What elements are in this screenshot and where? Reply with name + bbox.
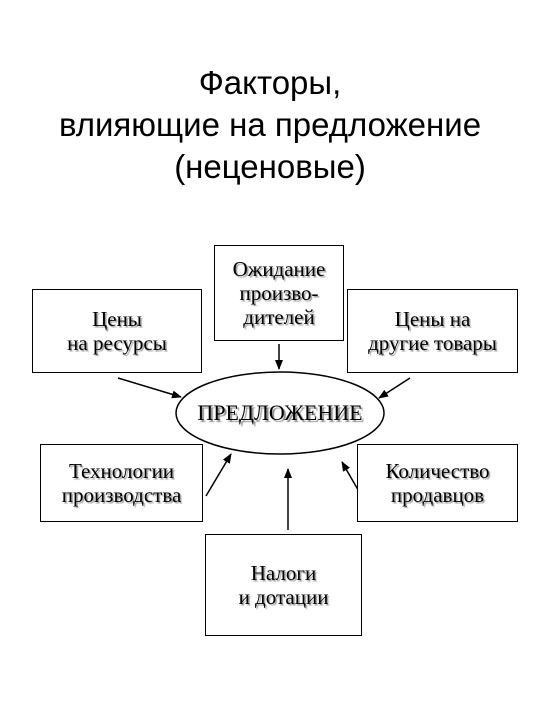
factor-expectations-line-2: произво-	[239, 281, 319, 305]
factor-taxes-box: Налоги и дотации	[205, 534, 362, 636]
title-line-3: (неценовые)	[174, 148, 366, 185]
factor-technology-box: Технологии производства	[40, 444, 203, 522]
factor-sellers-line-1: Количество	[385, 459, 490, 483]
factor-sellers-box: Количество продавцов	[357, 444, 518, 522]
center-label: ПРЕДЛОЖЕНИЕ	[197, 400, 363, 425]
factor-resources-box: Цены на ресурсы	[32, 289, 202, 373]
factor-expectations-line-1: Ожидание	[232, 257, 326, 281]
diagram-title: Факторы, влияющие на предложение (нецено…	[0, 62, 540, 188]
factor-taxes-line-2: и дотации	[238, 585, 329, 609]
factor-expectations-box: Ожидание произво- дителей	[214, 245, 344, 341]
factor-resources-line-2: на ресурсы	[67, 331, 167, 355]
factor-resources-line-1: Цены	[92, 307, 142, 331]
factor-other-goods-box: Цены на другие товары	[347, 289, 518, 373]
factor-technology-line-2: производства	[61, 483, 182, 507]
factor-technology-line-1: Технологии	[68, 459, 175, 483]
title-line-2: влияющие на предложение	[58, 106, 482, 143]
arrow-other-goods	[378, 377, 411, 399]
title-line-1: Факторы,	[198, 64, 342, 101]
factor-expectations-line-3: дителей	[243, 305, 315, 329]
factor-other-goods-line-2: другие товары	[368, 331, 497, 355]
arrow-resources	[117, 377, 182, 399]
factor-sellers-line-2: продавцов	[390, 483, 485, 507]
arrow-technology	[205, 453, 232, 497]
factor-other-goods-line-1: Цены на	[394, 307, 471, 331]
factor-taxes-line-1: Налоги	[250, 561, 317, 585]
center-ellipse	[175, 371, 385, 455]
